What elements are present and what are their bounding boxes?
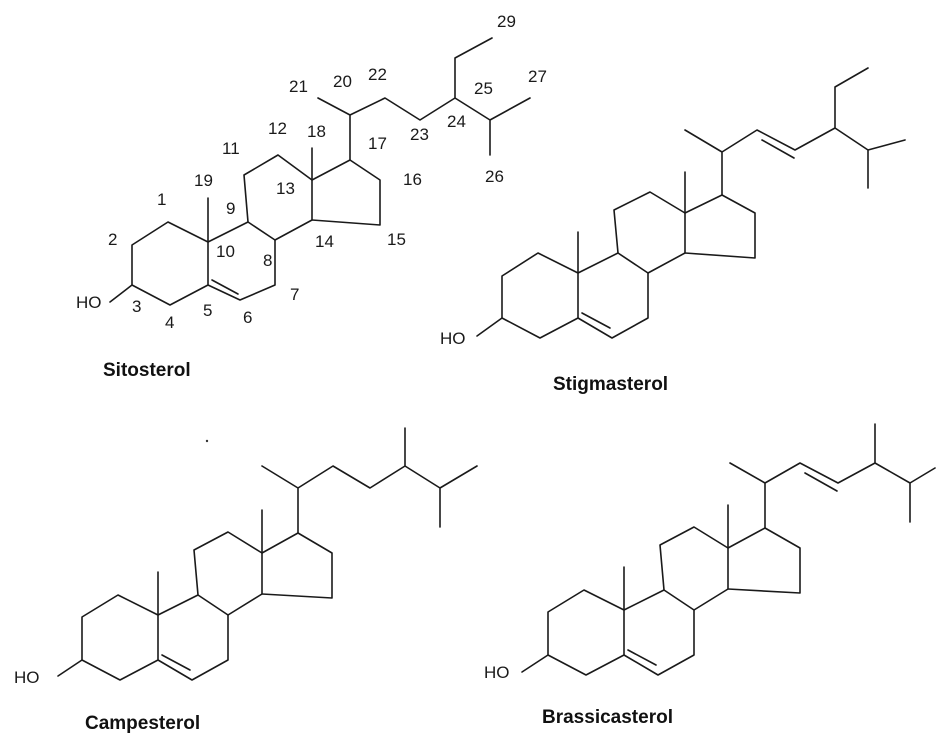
atom-number-1: 1 (157, 190, 166, 209)
atom-number-27: 27 (528, 67, 547, 86)
sitosterol-double-bond-5-6 (211, 279, 239, 295)
brassicasterol-side-chain (729, 423, 936, 529)
atom-number-21: 21 (289, 77, 308, 96)
campesterol-hydroxyl-label: HO (14, 668, 40, 687)
brassicasterol-ring-c (659, 526, 729, 611)
sitosterol-structure: HO Sitosterol 1 2 3 4 5 6 7 8 9 10 11 12… (76, 12, 547, 381)
campesterol-ring-d (261, 532, 333, 599)
sitosterol-hydroxyl-label: HO (76, 293, 102, 312)
stigmasterol-ring-d (684, 194, 756, 259)
stigmasterol-hydroxyl-label: HO (440, 329, 466, 348)
stigmasterol-double-bond (581, 312, 611, 329)
atom-number-15: 15 (387, 230, 406, 249)
campesterol-structure: HO Campesterol (14, 427, 478, 734)
campesterol-ring-b (157, 594, 229, 681)
atom-number-14: 14 (315, 232, 334, 251)
atom-number-8: 8 (263, 251, 272, 270)
campesterol-ring-a (81, 594, 159, 681)
atom-number-24: 24 (447, 112, 466, 131)
atom-number-11: 11 (222, 139, 240, 158)
atom-number-2: 2 (108, 230, 117, 249)
atom-number-7: 7 (290, 285, 299, 304)
atom-number-16: 16 (403, 170, 422, 189)
sitosterol-ring-b (207, 221, 276, 301)
stigmasterol-methyls (577, 171, 686, 274)
atom-number-23: 23 (410, 125, 429, 144)
campesterol-name: Campesterol (85, 713, 200, 734)
brassicasterol-methyls (623, 504, 729, 611)
campesterol-ring-c (193, 531, 263, 616)
campesterol-methyls (157, 509, 263, 616)
atom-number-19: 19 (194, 171, 213, 190)
campesterol-double-bond (161, 654, 191, 671)
atom-number-5: 5 (203, 301, 212, 320)
sitosterol-name: Sitosterol (103, 360, 191, 381)
sitosterol-ring-d (311, 159, 381, 226)
atom-number-10: 10 (216, 242, 235, 261)
sitosterol-ring-a (131, 221, 209, 306)
stigmasterol-side-chain (684, 67, 906, 196)
stray-dot (205, 439, 209, 443)
campesterol-hydroxyl-bond (57, 659, 83, 677)
stigmasterol-ring-b (577, 252, 649, 339)
campesterol-side-chain (261, 427, 478, 534)
atom-number-13: 13 (276, 179, 295, 198)
atom-number-26: 26 (485, 167, 504, 186)
atom-number-9: 9 (226, 199, 235, 218)
brassicasterol-ring-d (727, 527, 801, 594)
atom-number-18: 18 (307, 122, 326, 141)
sitosterol-atom-numbers: 1 2 3 4 5 6 7 8 9 10 11 12 13 14 15 16 1… (108, 12, 547, 332)
brassicasterol-hydroxyl-label: HO (484, 663, 510, 682)
atom-number-25: 25 (474, 79, 493, 98)
atom-number-6: 6 (243, 308, 252, 327)
stigmasterol-ring-a (501, 252, 579, 339)
sitosterol-hydroxyl-bond (109, 284, 133, 303)
brassicasterol-hydroxyl-bond (521, 654, 549, 673)
sitosterol-ring-c (243, 154, 313, 241)
brassicasterol-ring-a (547, 589, 625, 676)
atom-number-4: 4 (165, 313, 174, 332)
stigmasterol-hydroxyl-bond (476, 317, 503, 337)
brassicasterol-structure: HO Brassicasterol (484, 423, 936, 728)
atom-number-17: 17 (368, 134, 387, 153)
stigmasterol-structure: HO Stigmasterol (440, 67, 906, 395)
brassicasterol-side-chain-double-bond (804, 472, 838, 492)
stigmasterol-ring-c (613, 191, 686, 274)
stigmasterol-name: Stigmasterol (553, 374, 668, 395)
atom-number-12: 12 (268, 119, 287, 138)
brassicasterol-double-bond (627, 649, 657, 666)
atom-number-29: 29 (497, 12, 516, 31)
atom-number-3: 3 (132, 297, 141, 316)
brassicasterol-name: Brassicasterol (542, 707, 673, 728)
brassicasterol-ring-b (623, 589, 695, 676)
stigmasterol-side-chain-double-bond (761, 139, 795, 159)
atom-number-22: 22 (368, 65, 387, 84)
atom-number-20: 20 (333, 72, 352, 91)
sitosterol-side-chain (317, 37, 531, 161)
